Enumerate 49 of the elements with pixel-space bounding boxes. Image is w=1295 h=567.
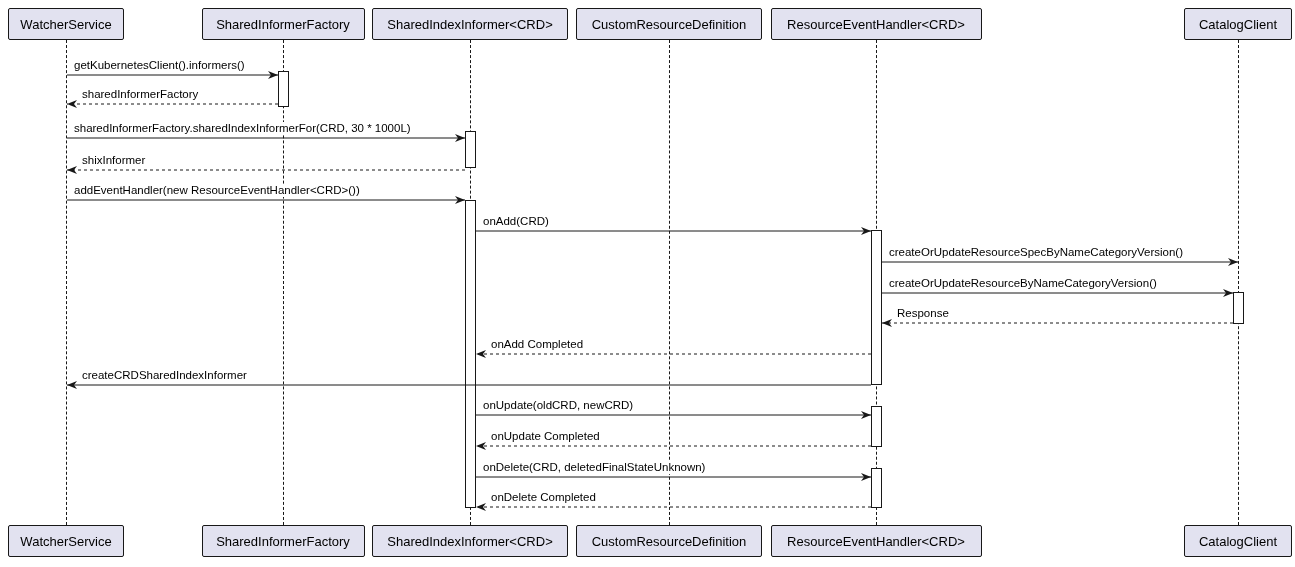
return-arrow [475, 503, 872, 511]
message-label: Response [896, 307, 950, 320]
message-label: onUpdate Completed [490, 430, 601, 443]
message-label: shixInformer [81, 154, 147, 167]
message-arrow [475, 227, 872, 235]
participant-box: CatalogClient [1184, 8, 1292, 40]
activation-bar [871, 230, 882, 385]
message-arrow [881, 258, 1239, 266]
message-arrow [475, 473, 872, 481]
message-label: getKubernetesClient().informers() [73, 59, 246, 72]
return-arrow [66, 100, 279, 108]
return-arrow [881, 319, 1234, 327]
activation-bar [871, 468, 882, 508]
message-arrow [66, 71, 279, 79]
message-label: createOrUpdateResourceByNameCategoryVersion() [888, 277, 1158, 290]
message-label: createOrUpdateResourceSpecByNameCategoryVersion() [888, 246, 1185, 259]
message-label: sharedInformerFactory [81, 88, 200, 101]
message-label: onAdd(CRD) [482, 215, 550, 228]
participant-box: SharedIndexInformer<CRD> [372, 8, 568, 40]
participant-box: ResourceEventHandler<CRD> [770, 8, 982, 40]
message-label: onDelete Completed [490, 491, 597, 504]
return-arrow [475, 350, 872, 358]
message-arrow [66, 381, 872, 389]
message-label: onAdd Completed [490, 338, 585, 351]
activation-bar [1233, 292, 1244, 324]
participant-box: SharedInformerFactory [201, 8, 365, 40]
return-arrow [475, 442, 872, 450]
return-arrow [66, 166, 466, 174]
message-label: onDelete(CRD, deletedFinalStateUnknown) [482, 461, 707, 474]
activation-bar [278, 71, 289, 107]
participant-box: CatalogClient [1184, 525, 1292, 557]
participant-box: SharedIndexInformer<CRD> [372, 525, 568, 557]
participant-box: CustomResourceDefinition [576, 8, 762, 40]
participant-box: WatcherService [8, 8, 124, 40]
message-label: sharedInformerFactory.sharedIndexInformerFor(CRD, 30 * 1000L) [73, 122, 412, 135]
message-label: addEventHandler(new ResourceEventHandler<CRD>()) [73, 184, 361, 197]
participant-box: ResourceEventHandler<CRD> [770, 525, 982, 557]
participant-box: CustomResourceDefinition [576, 525, 762, 557]
activation-bar [465, 131, 476, 168]
message-arrow [475, 411, 872, 419]
message-arrow [66, 134, 466, 142]
participant-box: SharedInformerFactory [201, 525, 365, 557]
lifeline [66, 40, 67, 525]
message-arrow [881, 289, 1234, 297]
participant-box: WatcherService [8, 525, 124, 557]
message-label: onUpdate(oldCRD, newCRD) [482, 399, 635, 412]
message-label: createCRDSharedIndexInformer [81, 369, 248, 382]
activation-bar [871, 406, 882, 447]
activation-bar [465, 200, 476, 508]
